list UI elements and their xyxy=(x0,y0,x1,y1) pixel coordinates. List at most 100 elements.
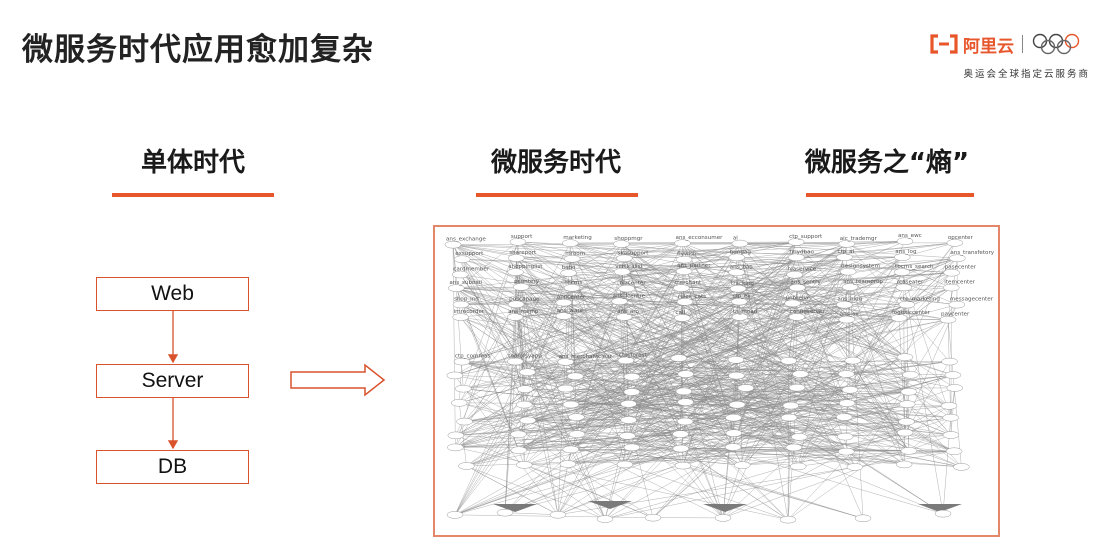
graph-edge xyxy=(459,243,740,404)
graph-edge xyxy=(454,375,559,515)
graph-node-label: call xyxy=(675,310,685,316)
graph-edge xyxy=(460,316,566,389)
graph-node xyxy=(724,443,742,451)
graph-edge xyxy=(788,287,798,361)
graph-edge xyxy=(572,243,740,289)
graph-node xyxy=(838,399,856,407)
graph-node xyxy=(943,268,960,277)
graph-edge xyxy=(683,259,735,434)
graph-node-label: ctp_forest xyxy=(619,352,648,358)
graph-edge xyxy=(576,421,907,435)
graph-edge xyxy=(631,258,958,393)
graph-node xyxy=(562,400,580,409)
graph-edge xyxy=(742,451,955,466)
graph-edge xyxy=(516,241,797,305)
graph-node-label: flywish xyxy=(677,252,697,258)
graph-node-label: merchant xyxy=(674,280,702,286)
monolith-web-box: Web xyxy=(96,277,249,311)
graph-edge xyxy=(847,271,951,418)
graph-edge xyxy=(733,417,855,468)
graph-node-label: shop_ind xyxy=(454,297,479,303)
graph-edge xyxy=(504,257,737,513)
graph-node-label: ans_merchantclear xyxy=(559,354,613,360)
graph-node xyxy=(674,461,692,470)
graph-edge xyxy=(460,304,525,465)
graph-edge xyxy=(794,274,906,358)
graph-node xyxy=(623,373,641,381)
graph-node xyxy=(455,384,472,393)
graph-node-label: rcaseater xyxy=(897,279,924,285)
graph-node-label: pasecenter xyxy=(945,265,977,271)
graph-edge xyxy=(456,287,629,404)
graph-node xyxy=(674,314,691,322)
graph-node xyxy=(943,283,960,292)
graph-node xyxy=(890,314,908,322)
graph-node-label: ans_bao xyxy=(730,264,754,270)
graph-node xyxy=(675,387,693,396)
graph-edge xyxy=(682,242,797,318)
graph-node-label: ans_partner xyxy=(677,263,711,269)
graph-node xyxy=(734,461,751,469)
graph-node xyxy=(725,429,743,437)
graph-node xyxy=(894,253,911,261)
graph-node xyxy=(447,431,465,440)
graph-edge xyxy=(567,463,606,520)
graph-edge xyxy=(737,404,907,422)
graph-edge xyxy=(681,243,740,289)
graph-edge xyxy=(956,258,958,305)
graph-edge xyxy=(682,432,734,466)
graph-edge xyxy=(683,271,845,418)
graph-edge xyxy=(460,316,944,514)
graph-edge xyxy=(462,259,849,272)
graph-edge xyxy=(456,287,746,389)
graph-node xyxy=(787,238,805,246)
graph-edge xyxy=(576,288,627,435)
graph-edge xyxy=(624,258,848,404)
graph-node xyxy=(944,371,962,379)
graph-edge xyxy=(520,286,566,362)
graph-node xyxy=(568,430,586,438)
graph-edge xyxy=(739,303,793,318)
graph-node xyxy=(854,514,872,523)
graph-node xyxy=(619,432,636,440)
graph-node xyxy=(893,268,911,276)
graph-edge xyxy=(621,243,910,452)
graph-edge xyxy=(459,258,573,403)
graph-node xyxy=(737,384,755,392)
brand-divider xyxy=(1022,35,1023,53)
graph-edge xyxy=(722,303,793,518)
olympic-rings-icon xyxy=(1032,33,1080,55)
graph-edge xyxy=(516,257,957,305)
graph-edge xyxy=(745,387,848,404)
graph-edge xyxy=(847,402,951,418)
graph-edge xyxy=(563,258,625,303)
graph-edge xyxy=(516,257,952,436)
graph-edge xyxy=(739,243,910,451)
graph-node xyxy=(846,463,864,471)
graph-node xyxy=(940,402,958,410)
graph-edge xyxy=(460,274,847,452)
graph-node xyxy=(507,357,524,366)
section-monolith-heading: 单体时代 xyxy=(140,148,245,178)
graph-edge xyxy=(527,372,559,515)
graph-node xyxy=(731,313,749,321)
graph-edge xyxy=(684,243,740,260)
graph-node-label: messagecenter xyxy=(950,297,994,303)
graph-node xyxy=(623,388,641,396)
graph-edge xyxy=(631,391,686,403)
graph-node-label: ans_ewc xyxy=(898,233,922,239)
graph-node xyxy=(673,284,690,292)
graph-edge xyxy=(787,405,950,520)
graph-node-label: ctp_support xyxy=(789,234,823,240)
graph-node xyxy=(902,371,919,379)
graph-edge xyxy=(452,244,571,450)
graph-edge xyxy=(947,319,951,418)
graph-edge xyxy=(570,389,850,405)
graph-edge xyxy=(681,287,909,392)
graph-node-label: ans_sv xyxy=(840,312,860,318)
graph-node xyxy=(563,284,581,292)
graph-edge xyxy=(722,403,848,519)
graph-edge xyxy=(737,304,845,405)
graph-node-label: appcenter xyxy=(557,295,586,301)
